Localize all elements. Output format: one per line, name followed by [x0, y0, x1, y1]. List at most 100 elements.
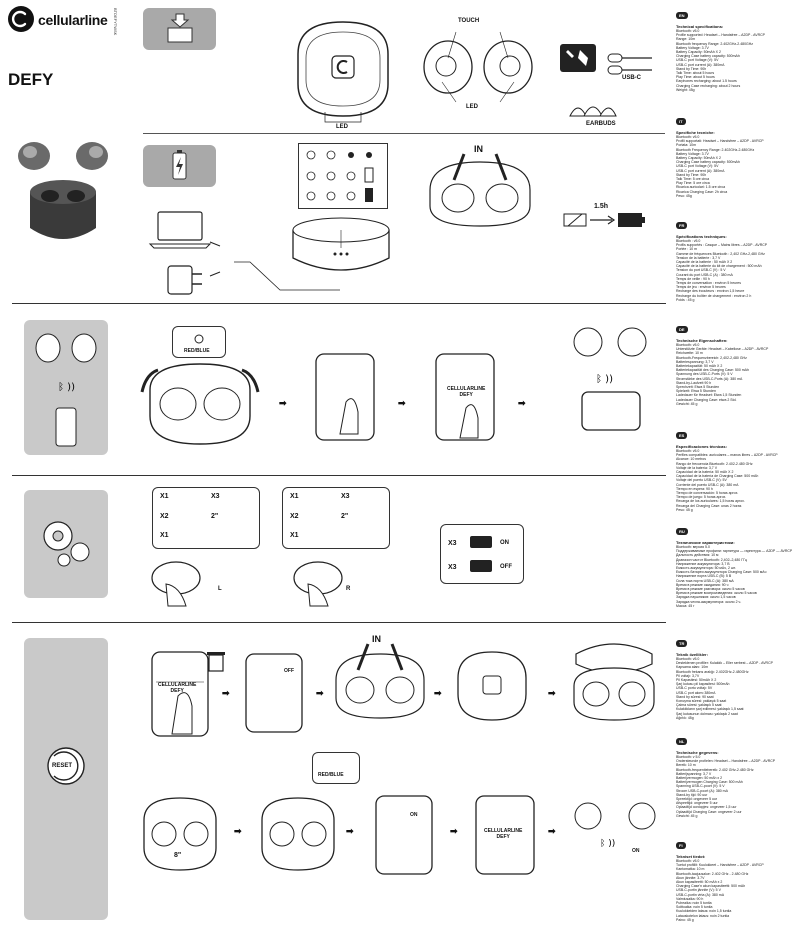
- spec-line: Bluetooth-Frequenzbereich: 2,402-2,480 G…: [676, 355, 747, 360]
- spec-line: Gamme de fréquences Bluetooth : 2,402 GH…: [676, 251, 765, 256]
- lang-badge: FI: [676, 842, 686, 849]
- label-red-blue-1: RED/BLUE: [184, 348, 210, 354]
- label-reset: RESET: [52, 763, 73, 769]
- control-2sec-right: 2": [341, 513, 349, 520]
- charging-icon-panel: [143, 145, 216, 187]
- label-off-small: OFF: [284, 668, 294, 674]
- spec-line: Ladedauer für Headset: Etwa 1,5 Stunden: [676, 393, 742, 398]
- spec-line: Bluetooth: v5.0: [676, 343, 700, 347]
- spec-line: Şarj kutusunun dolması: yaklaşık 2 saat: [676, 711, 738, 716]
- hold-8sec-case: [143, 797, 217, 871]
- spec-line: Bluetooth: v 5.0: [676, 755, 701, 759]
- phone-select-device-2: [475, 795, 535, 875]
- pairing-summary-panel: ᛒ )): [24, 320, 108, 455]
- spec-title: Технические характеристики:: [676, 540, 735, 545]
- spec-line: Bluetooth: v5.0: [676, 657, 700, 661]
- spec-line: Voltaje del puerto USB-C (V): 5V: [676, 478, 727, 483]
- label-off: OFF: [500, 564, 512, 570]
- game-mode-on-icon: [470, 536, 492, 548]
- reset-panel: [24, 638, 108, 920]
- arrow-icon: ➡: [279, 398, 287, 408]
- spec-line: Alcance: 10 metros: [676, 457, 706, 462]
- earbuds-in-case-reset: [335, 643, 425, 719]
- spec-line: Corriente del puerto USB-C (A): 380 mA: [676, 482, 739, 487]
- label-side-r: R: [346, 586, 351, 592]
- spec-line: Spannung des USB-C-Ports (V): 5 V: [676, 372, 733, 377]
- product-photo: [18, 142, 108, 239]
- label-cellularline-defy-2: CELLULARLINE DEFY: [158, 682, 197, 694]
- arrow-icon: ➡: [548, 688, 556, 698]
- spec-line: Talk Time: 5 ore circa: [676, 177, 710, 182]
- laptop-icon: [148, 211, 212, 249]
- spec-line: Oplaadtijd oordopjes: ongeveer 1,5 uur: [676, 805, 737, 810]
- right-earbud-hand: [293, 561, 343, 607]
- spec-line: Bluetooth-frequentiebereik: 2.402 GHz-2.…: [676, 767, 754, 772]
- spec-line: Recarga del Charging Case: unas 2 horas: [676, 503, 742, 508]
- label-usb-c: USB-C: [622, 75, 641, 81]
- spec-line: Ladedauer Charging Case: etwa 2 Std.: [676, 397, 737, 402]
- spec-line: Spanning USB-C-poort (V): 5 V: [676, 784, 725, 789]
- product-name: DEFY: [8, 70, 54, 89]
- lang-badge: DE: [676, 326, 688, 333]
- arrow-icon: ➡: [450, 826, 458, 836]
- spec-line: Tiempo de juego: 5 horas aprox.: [676, 495, 727, 500]
- gears-icon: [43, 521, 90, 567]
- open-case-reset: [573, 643, 655, 721]
- game-mode-box: [440, 524, 524, 584]
- spec-line: Масса: 45 г: [676, 603, 695, 608]
- spec-title: Technical specifications:: [676, 24, 724, 29]
- spec-line: Batteriespannung: 3,7 V: [676, 359, 714, 364]
- left-earbud-controls: [152, 487, 260, 549]
- spec-line: USB-C port current (A): 380mA: [676, 62, 725, 67]
- spec-line: Konuşma süresi: yaklaşık 5 saat: [676, 699, 727, 704]
- spec-line: Bluetooth frekans aralığı: 2.402GHz-2.48…: [676, 669, 749, 674]
- paired-earbuds: ᛒ )): [573, 327, 647, 431]
- spec-title: Teknik özellikler:: [676, 652, 708, 657]
- spec-line: Stroom USB-C-poort (A): 380 mA: [676, 788, 728, 793]
- case-pairing-led-illustration: [140, 363, 260, 445]
- right-earbud-controls: [282, 487, 390, 549]
- control-x3-right: X3: [341, 493, 350, 500]
- spec-line: Batteriekapazität des Charging Case: 500…: [676, 368, 749, 373]
- spec-line: Profili supportati: Headset – Handsfree …: [676, 139, 764, 144]
- spec-line: Gewicht: 45 g: [676, 813, 698, 818]
- spec-line: Range: 10m: [676, 37, 696, 42]
- spec-line: Batterijspanning: 3,7 V: [676, 771, 712, 776]
- spec-title: Technische Eigenschaften:: [676, 338, 728, 343]
- led-status-table: [298, 143, 388, 209]
- spec-line: Desteklenen profiller: Kulaklık – Eller …: [676, 661, 773, 666]
- spec-line: USB-C port current (A): 380mA: [676, 168, 725, 173]
- spec-line: Tuetut profiilit: Kuulokkeet – Handsfree…: [676, 863, 764, 868]
- spec-line: Profils supportés : Casque – Mains libre…: [676, 243, 768, 248]
- earbuds-in-case-diagram: [429, 153, 531, 227]
- spec-line: Battery Capacity: 50mAh X 2: [676, 50, 721, 55]
- arrow-icon: ➡: [398, 398, 406, 408]
- spec-line: Ricarica auricolari: 1.5 ore circa: [676, 185, 726, 190]
- spec-line: Bluetooth Frequency Range: 2.402GHz-2.48…: [676, 147, 755, 152]
- spec-line: Valmiusaika: 90 h: [676, 896, 704, 901]
- spec-line: Kuulokkeiden lataus: noin 1,5 tuntia: [676, 909, 732, 914]
- spec-line: Portata: 10m: [676, 143, 697, 148]
- control-x1-left-2: X1: [160, 532, 169, 539]
- spec-line: Bluetooth: версия 5.0: [676, 545, 710, 549]
- spec-line: Charging Case battery capacity: 500mAh: [676, 160, 740, 165]
- spec-line: Ağırlık: 45g: [676, 715, 694, 720]
- lang-badge: TR: [676, 640, 688, 647]
- spec-line: Charging Case'n akun kapasiteetti: 500 m…: [676, 884, 746, 889]
- trash-icon: [207, 652, 225, 672]
- spec-line: Batterijvermogen: 50 mAh x 2: [676, 776, 723, 781]
- label-charge-time: 1.5h: [594, 203, 609, 210]
- spec-line: Bluetooth-taajuusalue: 2.402 GHz - 2.480…: [676, 871, 749, 876]
- spec-line: Portée : 10 m: [676, 247, 698, 252]
- spec-line: Recharge du boîtier de chargement : envi…: [676, 293, 752, 298]
- spec-line: Capacité de la batterie du kit de charge…: [676, 264, 762, 269]
